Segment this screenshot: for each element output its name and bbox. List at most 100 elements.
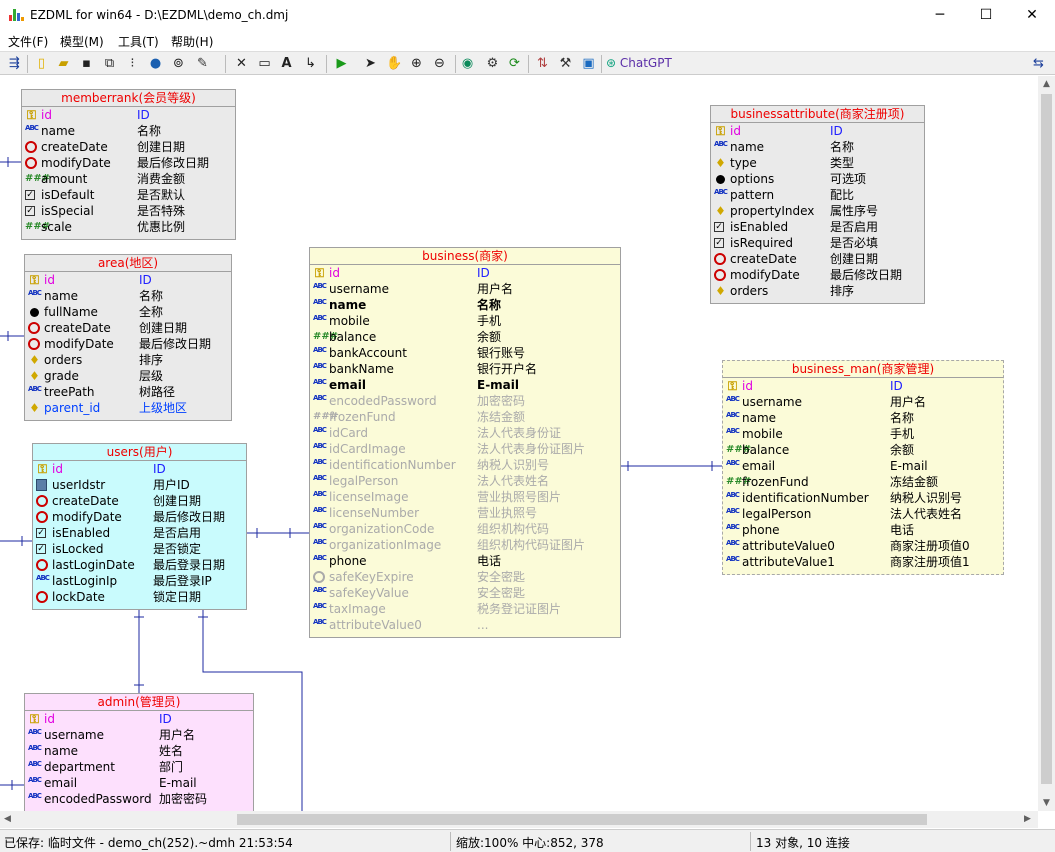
generate-icon[interactable]: ⚙: [486, 56, 499, 71]
minimize-button[interactable]: ─: [935, 7, 945, 23]
run-icon[interactable]: ▶: [336, 56, 347, 71]
find-icon[interactable]: ⊚: [173, 56, 184, 71]
maximize-button[interactable]: ☐: [979, 7, 993, 23]
table-title[interactable]: admin(管理员): [25, 694, 253, 711]
image-icon[interactable]: ▣: [582, 56, 595, 71]
table-title[interactable]: businessattribute(商家注册项): [711, 106, 924, 123]
pointer-icon[interactable]: ➤: [365, 56, 376, 71]
hand-icon[interactable]: ✋: [386, 56, 403, 71]
sort-icon[interactable]: ⇅: [537, 56, 548, 71]
layout-toggle-icon[interactable]: ⇆: [1033, 56, 1044, 71]
scroll-right-icon[interactable]: ▶: [1024, 814, 1031, 824]
vertical-scrollbar[interactable]: ▲ ▼: [1038, 76, 1055, 811]
scroll-down-icon[interactable]: ▼: [1043, 798, 1050, 808]
save-icon[interactable]: ▪: [82, 56, 91, 71]
table-title[interactable]: business_man(商家管理): [723, 361, 1003, 378]
tree-view-icon[interactable]: ⁝: [130, 56, 135, 71]
pen-icon[interactable]: ✎: [197, 56, 208, 71]
menu-help[interactable]: 帮助(H): [171, 35, 214, 49]
text-icon[interactable]: A: [281, 56, 292, 71]
horizontal-scrollbar[interactable]: ◀ ▶: [0, 811, 1038, 828]
horizontal-scroll-thumb[interactable]: [237, 814, 927, 825]
scroll-up-icon[interactable]: ▲: [1043, 79, 1050, 89]
table-title[interactable]: memberrank(会员等级): [22, 90, 235, 107]
menu-model[interactable]: 模型(M): [60, 35, 104, 49]
new-file-icon[interactable]: ▯: [37, 56, 46, 71]
preview-icon[interactable]: ◉: [461, 56, 474, 71]
open-folder-icon[interactable]: ▰: [58, 56, 69, 71]
table-icon[interactable]: ▭: [258, 56, 271, 71]
scroll-left-icon[interactable]: ◀: [4, 814, 11, 824]
copy-icon[interactable]: ⧉: [104, 56, 115, 71]
link-icon[interactable]: ↳: [305, 56, 316, 71]
chatgpt-button[interactable]: ⊛ ChatGPT: [606, 55, 672, 72]
